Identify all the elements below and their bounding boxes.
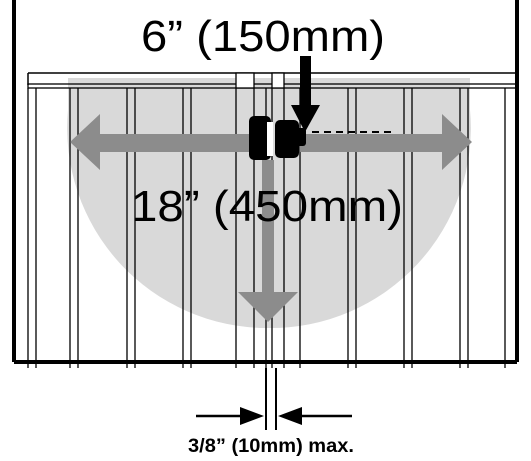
vertical-coverage-arrow [238,160,298,322]
horizontal-coverage-arrow [70,114,472,170]
mount-position-arrow [291,56,320,132]
gap-lines [265,368,277,430]
gap-label: 3/8” (10mm) max. [188,436,354,457]
top-distance-label: 6” (150mm) [141,12,385,61]
coverage-radius-label: 18” (450mm) [131,182,403,231]
gap-dimension-arrows [196,407,352,425]
motion-sensor-icon [249,116,306,160]
